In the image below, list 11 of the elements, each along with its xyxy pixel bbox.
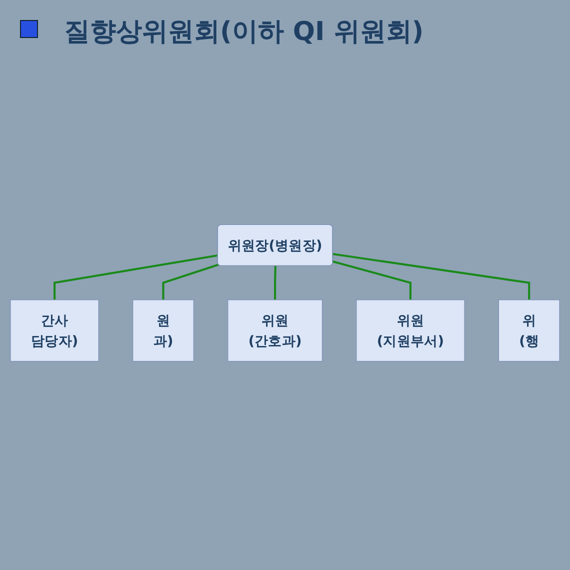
title: 질향상위원회(이하 QI 위원회) xyxy=(64,16,424,49)
connector xyxy=(332,253,530,300)
connector xyxy=(54,254,218,300)
connector xyxy=(162,264,219,300)
connector xyxy=(332,260,412,300)
node-box: 위 (행 xyxy=(498,299,560,362)
node-box: 원 과) xyxy=(132,299,194,362)
node-box: 위원 (간호과) xyxy=(227,299,323,362)
node-box: 위원 (지원부서) xyxy=(356,299,465,362)
connector xyxy=(274,266,276,300)
node-box: 간사 담당자) xyxy=(10,299,99,362)
